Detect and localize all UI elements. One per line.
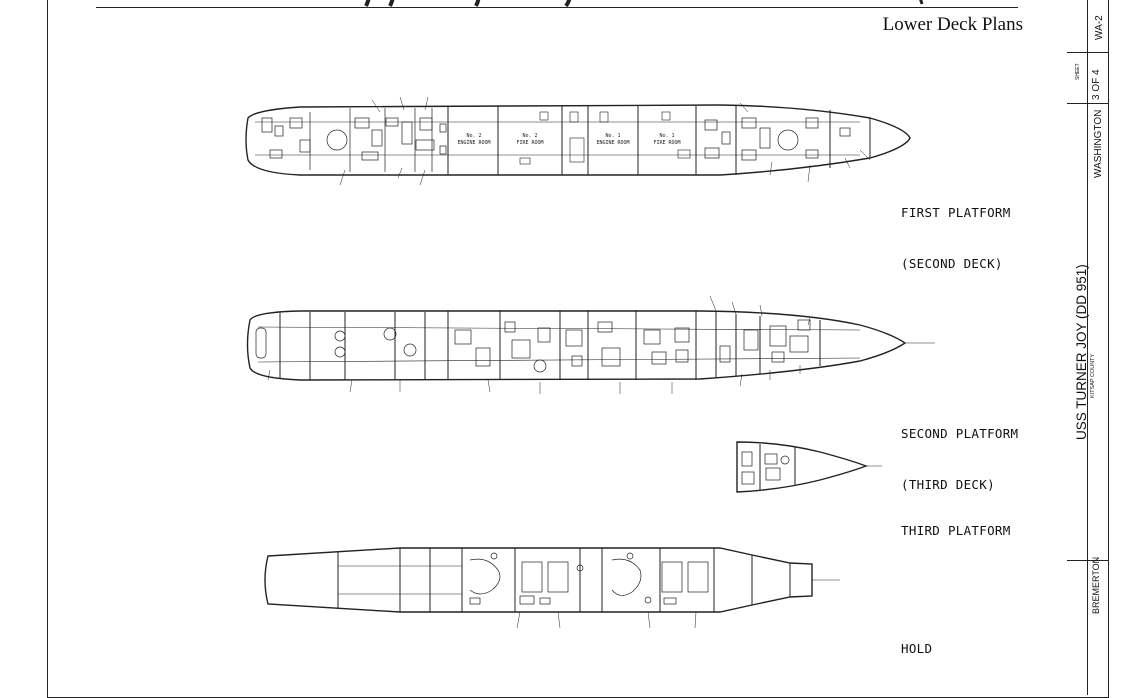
room-label-no2-fire-room: No. 2 <box>522 133 537 139</box>
deck-label-third-platform-line1: THIRD PLATFORM <box>901 523 1011 538</box>
title-block-record-code: WA-2 <box>1094 15 1105 40</box>
title-block-rule-2 <box>1067 103 1109 104</box>
title-block-sheet-label: SHEET <box>1075 63 1081 80</box>
deck-label-hold-line1: HOLD <box>901 641 933 656</box>
deck-label-hold: HOLD <box>901 606 932 691</box>
deck-label-first-platform-line2: (SECOND DECK) <box>901 256 1003 271</box>
first-platform-plan <box>245 96 911 186</box>
section-title: Lower Deck Plans <box>882 14 1023 35</box>
title-block-ship-name: USS TURNER JOY (DD 951) <box>1074 264 1089 440</box>
deck-label-third-platform: THIRD PLATFORM <box>901 488 1011 573</box>
room-label-no1-fire-room: No. 1 <box>659 133 674 139</box>
room-label-no2-engine-room-line2: ENGINE ROOM <box>457 140 490 146</box>
title-block-rule-3 <box>1067 560 1109 561</box>
title-block: 3 OF 4 SHEET WA-2 WASHINGTON USS TURNER … <box>1067 0 1109 695</box>
title-fragment-glyphs <box>364 0 924 7</box>
title-block-city: BREMERTON <box>1091 556 1101 614</box>
title-block-state: WASHINGTON <box>1093 109 1104 178</box>
title-rule <box>96 7 1018 8</box>
deck-label-second-platform-line2: (THIRD DECK) <box>901 477 995 492</box>
title-block-divider <box>1087 0 1088 695</box>
hold-plan <box>264 547 840 629</box>
third-platform-plan <box>736 441 882 493</box>
room-label-no2-engine-room: No. 2 <box>466 133 481 139</box>
deck-label-first-platform-line1: FIRST PLATFORM <box>901 205 1011 220</box>
deck-label-first-platform: FIRST PLATFORM (SECOND DECK) <box>901 170 1011 306</box>
title-block-sheet-number: 3 OF 4 <box>1091 69 1102 100</box>
title-block-county: KITSAP COUNTY <box>1090 353 1096 398</box>
deck-label-second-platform: SECOND PLATFORM (THIRD DECK) <box>901 391 1018 527</box>
room-label-no1-engine-room-line2: ENGINE ROOM <box>596 140 629 146</box>
title-block-rule-1 <box>1067 52 1109 53</box>
room-label-no2-fire-room-line2: FIRE ROOM <box>516 140 543 146</box>
deck-label-second-platform-line1: SECOND PLATFORM <box>901 426 1019 441</box>
cut-off-title-fragment <box>96 0 1018 7</box>
room-label-no1-engine-room: No. 1 <box>605 133 620 139</box>
second-platform-plan <box>246 295 935 394</box>
room-label-no1-fire-room-line2: FIRE ROOM <box>653 140 680 146</box>
